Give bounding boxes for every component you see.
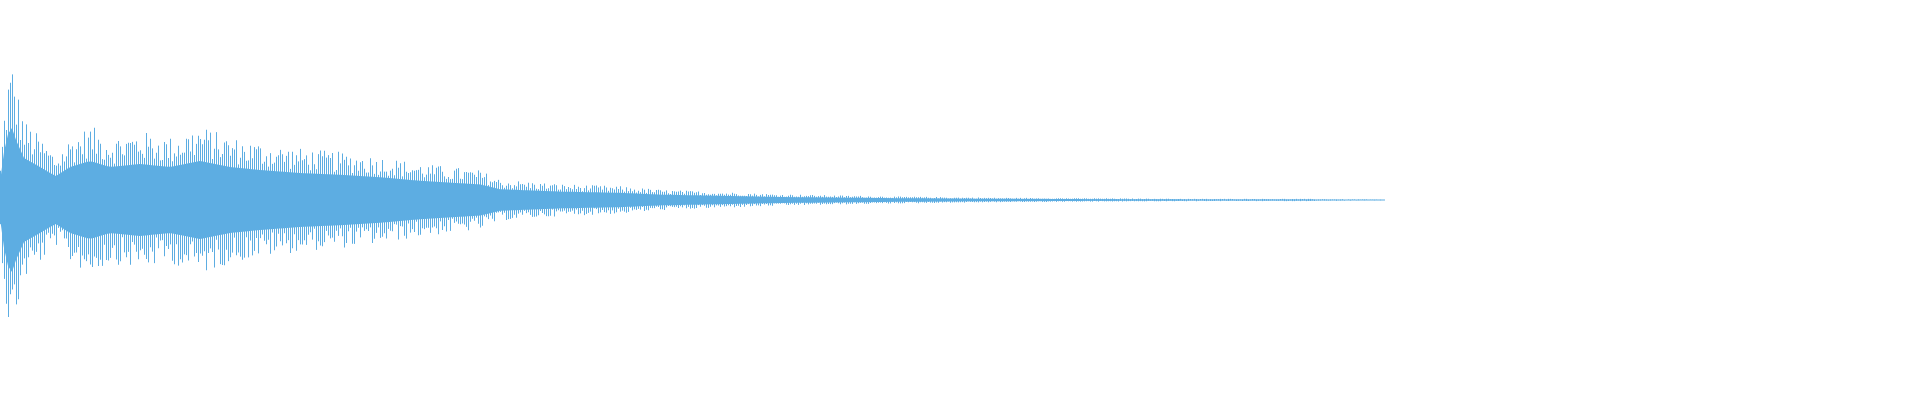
waveform-bars <box>0 74 1385 317</box>
